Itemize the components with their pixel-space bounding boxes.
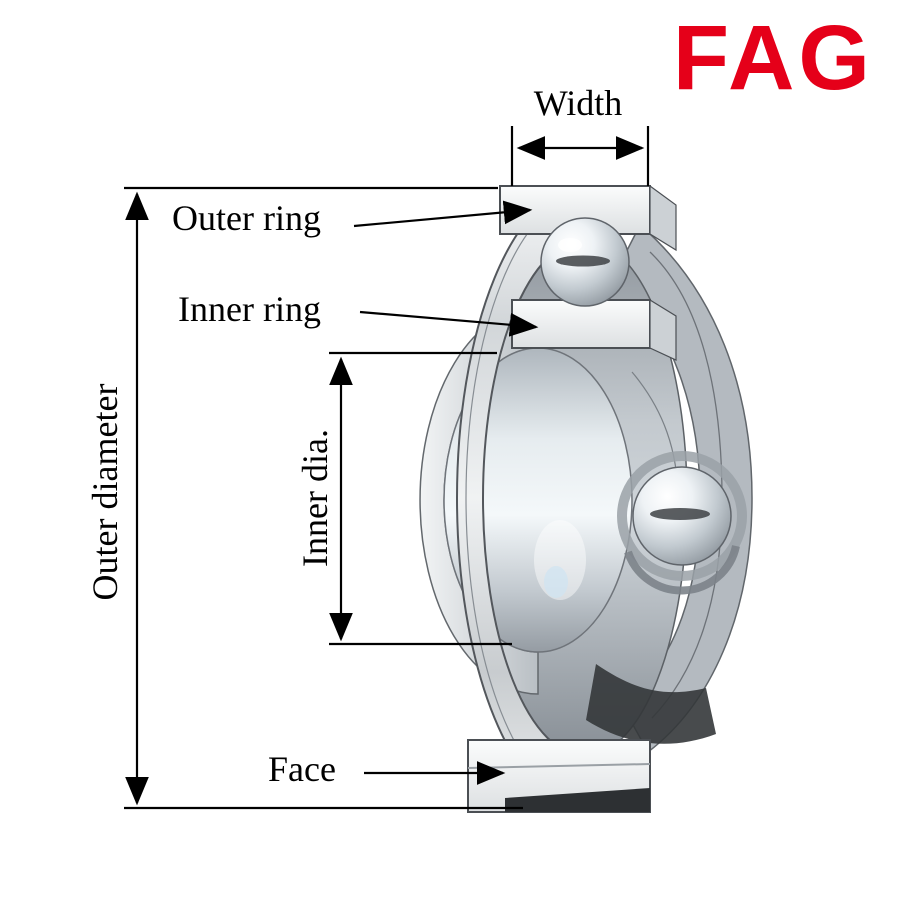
- outer-ring-leader-line: [353, 200, 533, 228]
- width-label: Width: [533, 83, 623, 123]
- outer-ring-label: Outer ring: [172, 198, 321, 238]
- face-label: Face: [268, 749, 336, 789]
- bore-highlight-blue: [544, 566, 568, 598]
- fag-logo: FAG: [672, 7, 874, 109]
- cage-front-edge: [624, 545, 740, 595]
- inner-ring-section-depth: [649, 298, 677, 361]
- inner-ring-label: Inner ring: [178, 289, 321, 329]
- cage-ring: [617, 451, 747, 581]
- inner-ring-section: [511, 299, 651, 349]
- ball-top-reflection: [556, 255, 610, 267]
- dimension-lines: [124, 126, 650, 810]
- seal-gap-shadow: [586, 664, 716, 744]
- outer-diameter-label: Outer diameter: [85, 383, 126, 601]
- bottom-section-seam: [505, 788, 650, 812]
- inner-ring-leader-line: [359, 310, 539, 337]
- ball-top-glint: [558, 238, 582, 252]
- inner-dia-label: Inner dia.: [295, 429, 336, 567]
- ball-right-reflection: [650, 508, 710, 520]
- outer-ring-section-depth: [649, 184, 677, 252]
- bearing-illustration: [419, 184, 753, 813]
